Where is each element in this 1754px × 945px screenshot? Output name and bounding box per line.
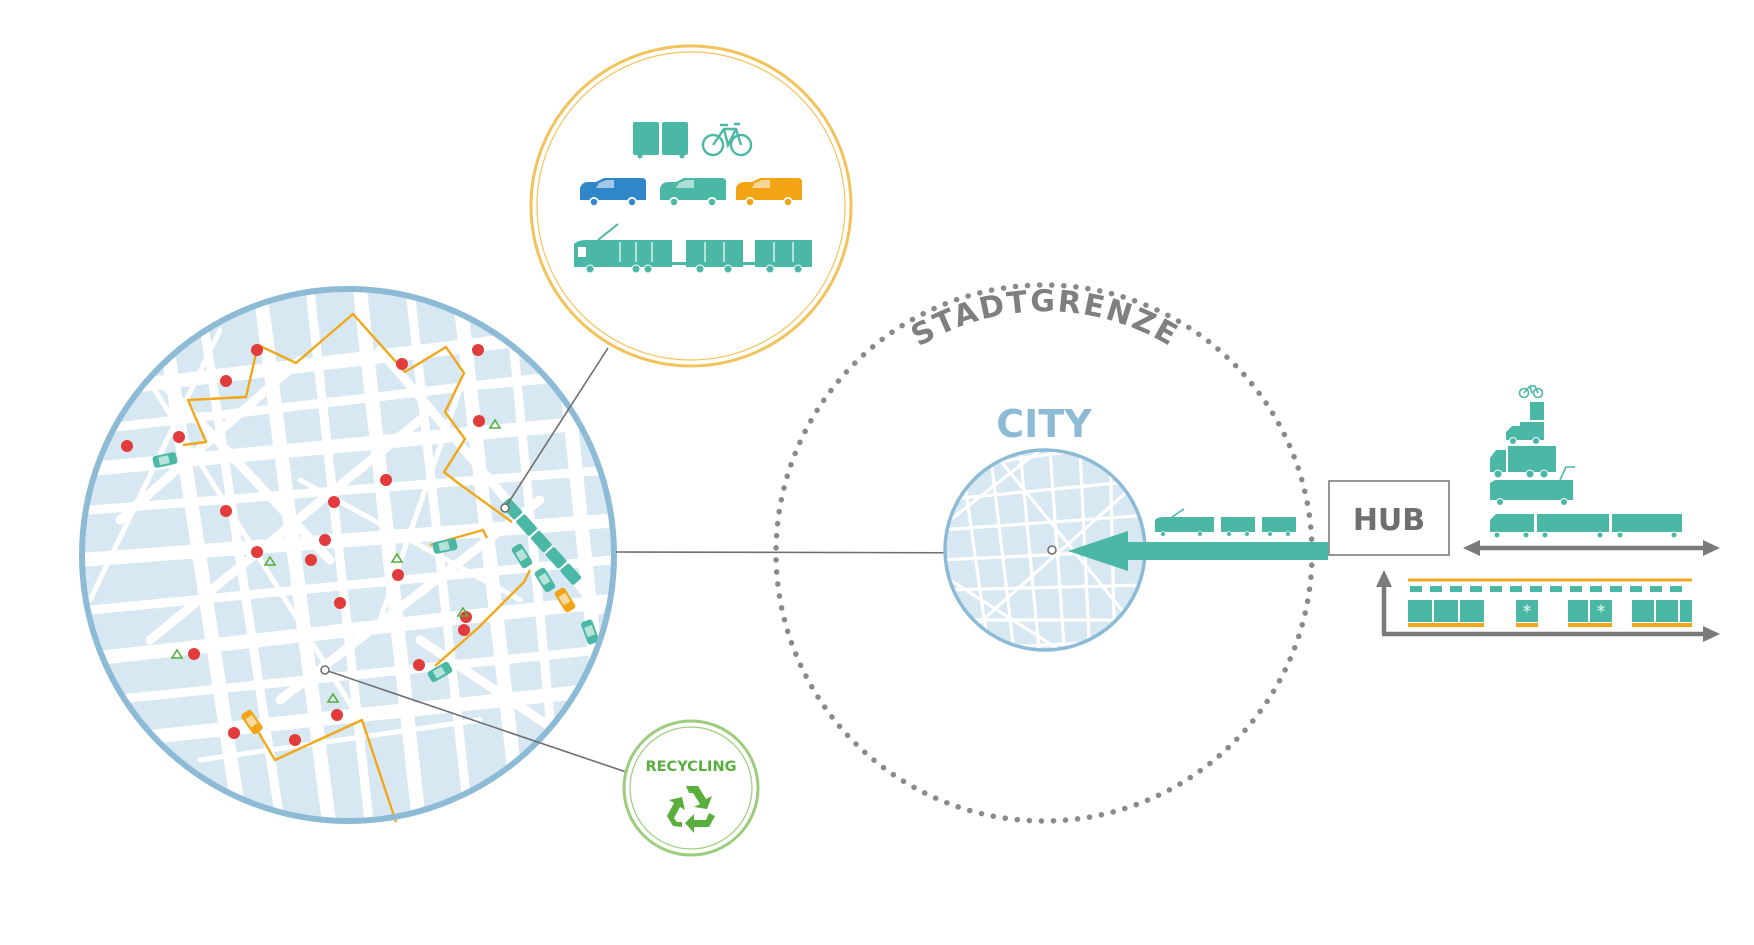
freight-wagon-icon <box>1408 600 1484 622</box>
delivery-routes <box>182 312 532 823</box>
recycling-anchor <box>320 665 330 675</box>
recycling-icon <box>667 786 715 833</box>
street-grid <box>82 289 614 821</box>
truck-icon <box>1490 446 1556 479</box>
hub-label: HUB <box>1353 503 1425 538</box>
small-truck-icon <box>1506 402 1544 445</box>
recycling-circle: RECYCLING <box>622 719 760 857</box>
city-limit-label: STADTGRENZE <box>905 284 1184 354</box>
delivery-points <box>121 344 485 746</box>
city-circle: CITY <box>943 402 1147 652</box>
hub-vehicle-stack <box>1490 385 1682 539</box>
city-label: CITY <box>996 402 1092 446</box>
hub-box: HUB <box>1328 480 1450 556</box>
svg-text:*: * <box>1523 602 1532 622</box>
inbound-arrow <box>1068 531 1328 571</box>
recycling-label: RECYCLING <box>645 759 736 775</box>
tram-icon <box>1490 466 1575 506</box>
container-icon <box>633 122 688 159</box>
street-map-zoom <box>79 286 617 824</box>
bicycle-icon <box>1518 385 1544 399</box>
tram-icon <box>1155 508 1296 537</box>
tram-icon <box>574 223 812 274</box>
fleet-circle <box>529 44 853 368</box>
refrigerated-wagon-icon: * * <box>1516 600 1612 622</box>
freight-train-icon <box>1490 514 1682 539</box>
rail-wagons: * * <box>1408 578 1692 627</box>
map-vehicles <box>152 451 600 736</box>
bicycle-icon <box>701 122 753 157</box>
tram-icon <box>501 498 582 585</box>
fleet-anchor <box>500 503 510 513</box>
city-center-point <box>1047 545 1057 555</box>
freight-wagon-icon <box>1632 600 1692 622</box>
svg-text:*: * <box>1597 602 1606 622</box>
hub-direction-arrows <box>1376 540 1720 642</box>
